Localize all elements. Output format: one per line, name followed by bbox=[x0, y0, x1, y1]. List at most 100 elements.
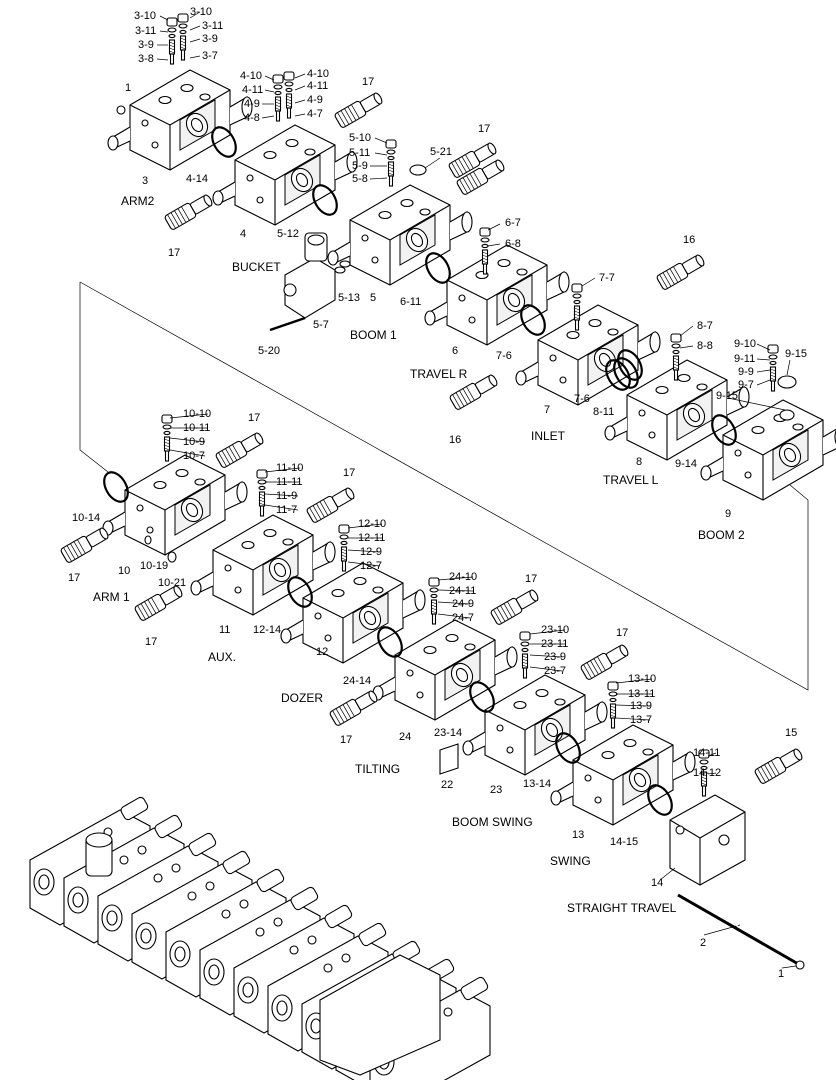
leader-line bbox=[707, 772, 717, 775]
spring-coil bbox=[341, 548, 347, 552]
spring-coil bbox=[701, 782, 707, 786]
leader-line bbox=[156, 58, 169, 61]
spring-coil bbox=[259, 502, 265, 506]
spring-coil bbox=[770, 371, 776, 375]
leader-line bbox=[679, 345, 694, 349]
cap bbox=[161, 414, 173, 424]
plug-tip bbox=[99, 527, 109, 540]
relief-valve-plug bbox=[164, 194, 213, 230]
spring-coil bbox=[275, 101, 281, 105]
leader-line bbox=[294, 113, 306, 117]
callout: 4-11 bbox=[242, 84, 264, 96]
valve-edge bbox=[484, 694, 586, 775]
plug-knurl bbox=[496, 607, 506, 622]
bolt-stack bbox=[519, 631, 531, 679]
callout: 17 bbox=[248, 412, 261, 424]
side-screw bbox=[559, 376, 567, 384]
side-screw bbox=[146, 526, 154, 534]
spring-coil bbox=[522, 658, 528, 662]
callout: 8-8 bbox=[697, 340, 713, 352]
leader-line bbox=[727, 397, 786, 411]
callout: 6-8 bbox=[505, 238, 521, 250]
callout: 13-10 bbox=[628, 673, 657, 685]
plug-knurl bbox=[316, 503, 325, 518]
washer bbox=[480, 237, 490, 243]
top-port bbox=[285, 138, 299, 148]
callout: 12-11 bbox=[358, 532, 386, 544]
plug-knurl bbox=[144, 601, 153, 616]
callout: 5-20 bbox=[258, 345, 281, 357]
plug-knurl bbox=[66, 545, 76, 560]
callout: 10-14 bbox=[72, 512, 101, 524]
leader-line bbox=[189, 38, 201, 43]
spring-coil bbox=[701, 779, 707, 783]
leader-line bbox=[264, 467, 301, 473]
callout: 5-10 bbox=[349, 132, 372, 144]
plug-knurl bbox=[218, 452, 227, 467]
relief-plugs bbox=[60, 92, 803, 784]
leader-line bbox=[189, 25, 201, 31]
leader-line bbox=[189, 11, 201, 19]
spring-coil bbox=[431, 604, 437, 608]
callout: 4-10 bbox=[240, 70, 263, 82]
top-port bbox=[153, 480, 167, 490]
spring-coil bbox=[482, 251, 488, 255]
plug-knurl bbox=[757, 768, 766, 783]
bolt-stack bbox=[670, 333, 682, 381]
leader-line bbox=[707, 752, 717, 757]
spring-coil bbox=[610, 714, 616, 718]
divider-outline bbox=[79, 282, 109, 473]
top-port bbox=[516, 268, 528, 276]
leader-line bbox=[264, 75, 275, 81]
callout: 3-9 bbox=[202, 33, 218, 45]
callout: 9-15 bbox=[785, 348, 808, 360]
spool-cap-right bbox=[558, 271, 570, 293]
section-bucket bbox=[327, 184, 473, 286]
o-ring-small bbox=[700, 765, 708, 771]
top-port bbox=[535, 688, 549, 698]
plug-knurl bbox=[347, 106, 357, 121]
washer bbox=[257, 479, 267, 485]
spring-coil bbox=[180, 37, 186, 41]
assembled-spool-inner bbox=[174, 946, 186, 962]
callout: 11-7 bbox=[276, 504, 298, 516]
spring-coil bbox=[286, 98, 292, 102]
spring-coil bbox=[164, 447, 170, 451]
plug-knurl bbox=[673, 266, 682, 281]
tie-rod bbox=[677, 893, 801, 967]
plug-tip bbox=[203, 194, 213, 207]
o-ring-small bbox=[609, 697, 617, 703]
callout: 3-7 bbox=[202, 50, 218, 62]
assembled-cap bbox=[307, 935, 317, 945]
leader-line bbox=[437, 601, 471, 605]
top-port bbox=[601, 750, 615, 760]
washer bbox=[167, 27, 177, 33]
callout: 13 bbox=[572, 829, 585, 841]
callout: 9-14 bbox=[675, 458, 698, 470]
spring-coil bbox=[180, 43, 186, 47]
poppet bbox=[286, 107, 292, 119]
assembled-cap bbox=[205, 881, 215, 891]
assembled-bucket-top bbox=[85, 832, 113, 848]
leader-line bbox=[159, 30, 169, 33]
spring-coil bbox=[431, 601, 437, 605]
plug-tip bbox=[529, 589, 539, 602]
callout: 5-11 bbox=[349, 147, 371, 159]
o-ring-small bbox=[573, 299, 581, 305]
washer bbox=[671, 343, 681, 349]
spring-coil bbox=[574, 307, 580, 311]
spool-end-right bbox=[822, 428, 836, 456]
valve-spool-port-inner bbox=[185, 502, 199, 518]
valve-edge bbox=[349, 204, 451, 285]
spool-cap bbox=[280, 628, 292, 644]
bolt-stack bbox=[283, 71, 295, 119]
side-screw bbox=[314, 612, 322, 620]
plug-tip bbox=[487, 142, 497, 155]
side-screw bbox=[371, 256, 379, 264]
poppet bbox=[770, 380, 776, 392]
cap bbox=[519, 631, 531, 641]
plug-knurl bbox=[140, 603, 150, 618]
cap bbox=[256, 469, 268, 479]
callout: 3-8 bbox=[138, 53, 154, 65]
